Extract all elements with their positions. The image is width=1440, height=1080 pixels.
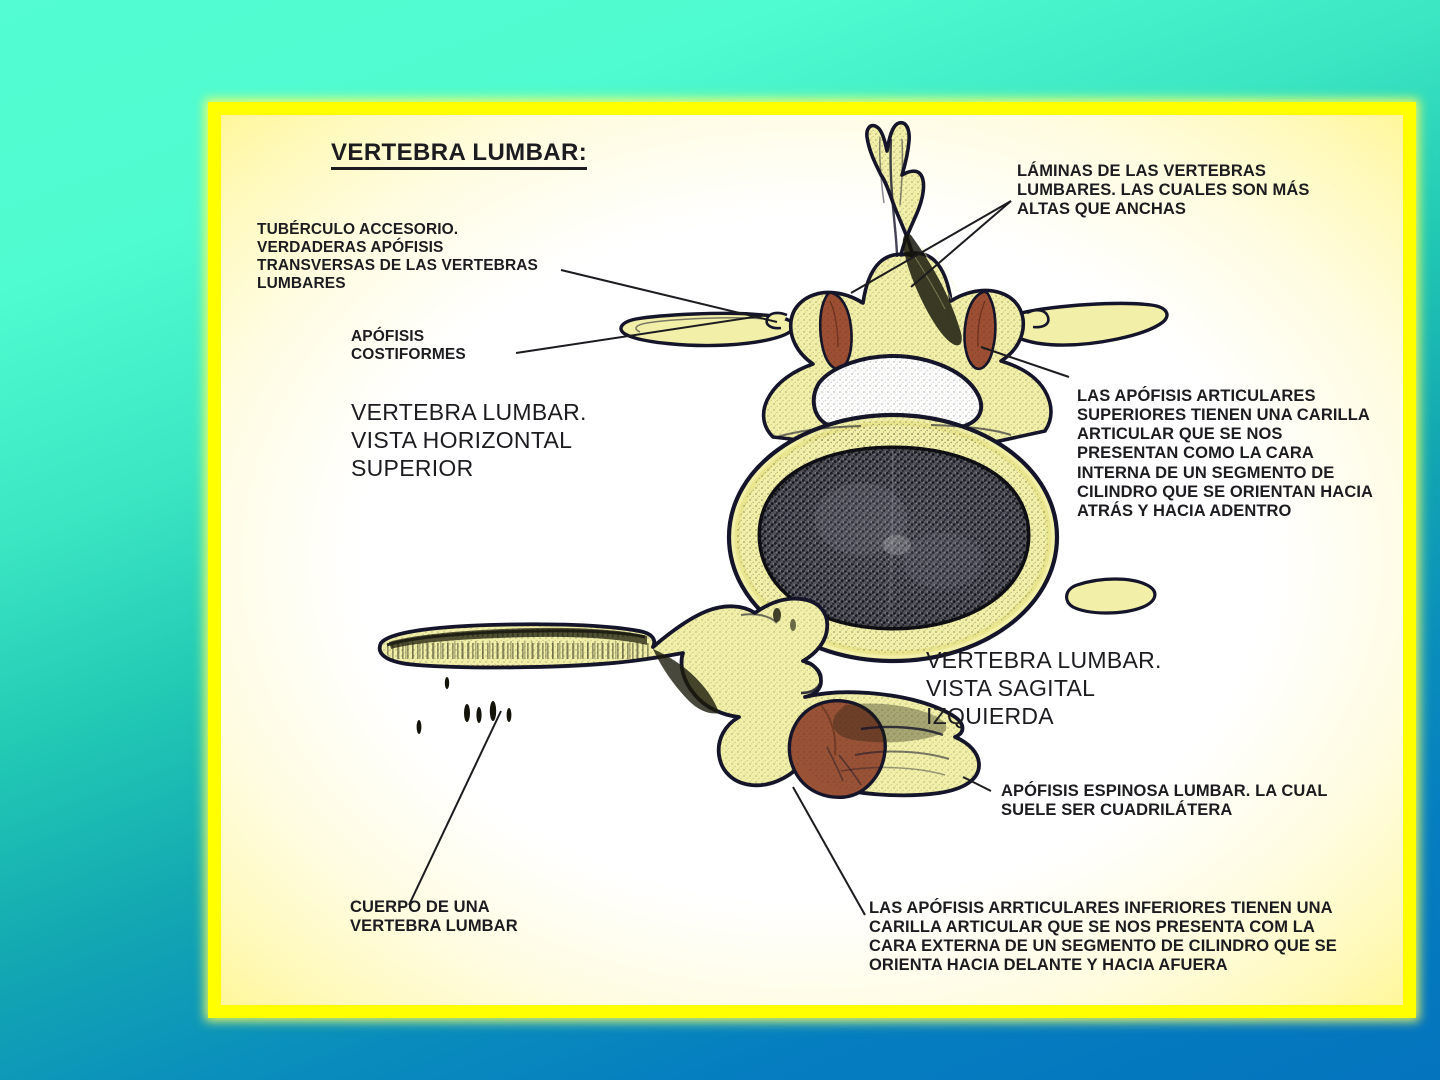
vertebral-foramen [811,353,984,435]
spinous-process-shading [889,138,899,258]
label-apofisis-costiformes: APÓFISIS COSTIFORMES [351,328,466,363]
leader-lines-group [408,200,1070,916]
label-apofisis-articulares-inferiores: LAS APÓFISIS ARRTICULARES INFERIORES TIE… [869,899,1337,975]
leader-cuerpo-vertebra [408,710,502,906]
vertebral-body-outline [726,412,1060,664]
superior-articular-facet-right [963,290,997,371]
sagittal-pedicle-shadow [653,649,719,714]
sagittal-body-rim-bottom [392,656,652,670]
inferior-articular-facet [787,699,887,799]
page-title: VERTEBRA LUMBAR: [331,139,588,171]
leader-apofisis-espinosa [962,776,992,792]
adjacent-bone-fragment [1065,577,1157,615]
leader-apofisis-articulares-sup [980,346,1070,378]
sagittal-body-rim-top [386,629,646,647]
label-laminas: LÁMINAS DE LAS VERTEBRAS LUMBARES. LAS C… [1017,162,1310,219]
costiform-process-left-shape [619,311,796,348]
label-vista-horizontal-superior: VERTEBRA LUMBAR. VISTA HORIZONTAL SUPERI… [351,399,587,482]
leader-laminas-b [910,200,1012,288]
sagittal-body-trabeculae [385,627,651,734]
superior-articular-facet-left [818,291,853,371]
cancellous-bone-core [757,445,1031,631]
label-apofisis-espinosa: APÓFISIS ESPINOSA LUMBAR. LA CUAL SUELE … [1001,782,1328,820]
sagittal-vertebra-outline [377,596,981,798]
superior-articular-process-right-outline [950,289,1025,320]
superior-articular-process-sagittal [706,597,829,663]
label-cuerpo-vertebra: CUERPO DE UNA VERTEBRA LUMBAR [350,898,518,936]
leader-apofisis-articulares-inf [792,786,866,916]
label-vista-sagital-izquierda: VERTEBRA LUMBAR. VISTA SAGITAL IZQUIERDA [926,647,1162,730]
label-tuberculo-accesorio: TUBÉRCULO ACCESORIO. VERDADERAS APÓFISIS… [257,221,538,292]
vertebral-arch-shape [761,120,1053,449]
label-apofisis-articulares-superiores: LAS APÓFISIS ARTICULARES SUPERIORES TIEN… [1077,387,1374,520]
lamina-shading [902,233,962,346]
costiform-process-right-shape [1000,301,1169,347]
leader-laminas-a [850,200,1012,294]
slide-content-area: VERTEBRA LUMBAR: TUBÉRCULO ACCESORIO. VE… [221,115,1403,1005]
leader-tuberculo-accesorio [560,269,778,323]
superior-articular-process-left-outline [789,291,863,322]
